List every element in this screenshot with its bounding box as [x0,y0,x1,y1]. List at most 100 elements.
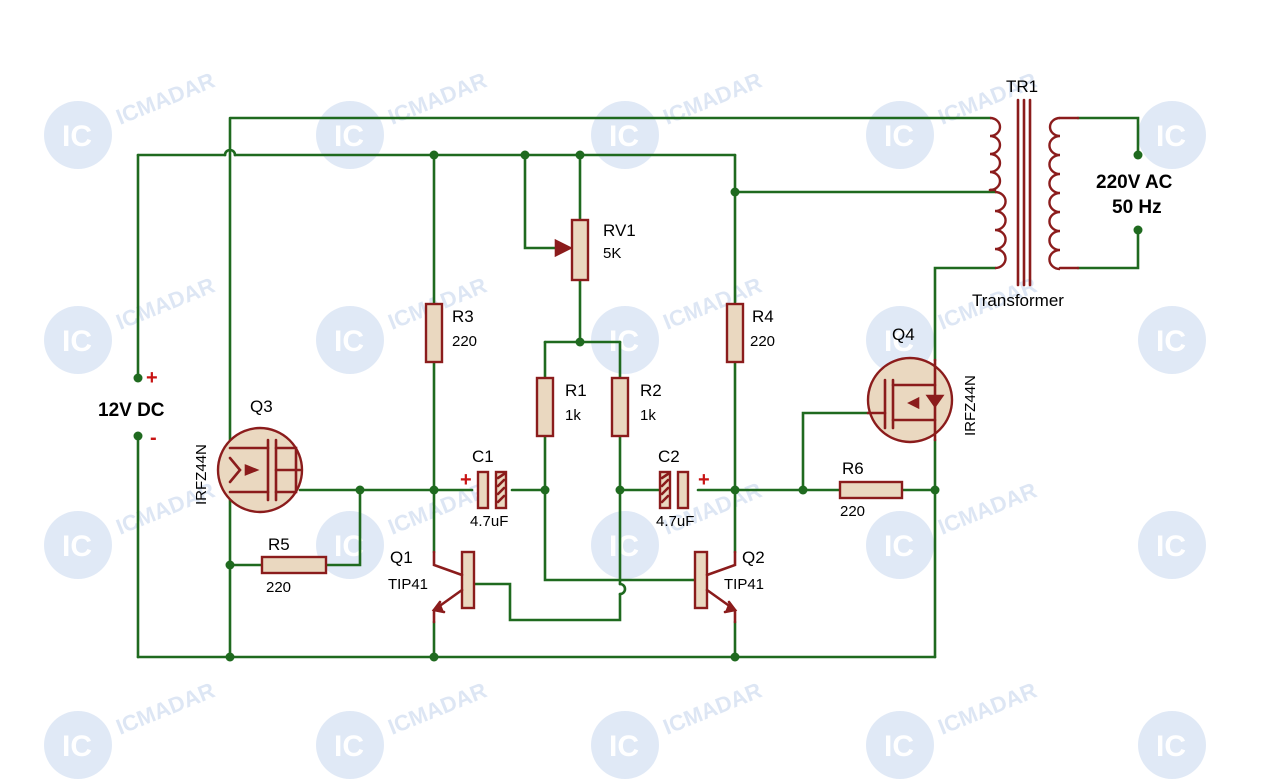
junction-dot [615,485,625,495]
q2-ref: Q2 [742,548,765,567]
junction-dot [730,652,740,662]
svg-text:IC: IC [1156,120,1186,153]
svg-text:IC: IC [1156,730,1186,763]
watermark-logo: IC [1138,101,1206,169]
r2-value: 1k [640,407,656,424]
resistor-r4: R4 220 [725,302,775,364]
junction-dot [225,652,235,662]
junction-dot [798,485,808,495]
c2-ref: C2 [658,447,680,466]
mosfet-q3: Q3 IRFZ44N [193,397,304,514]
watermark-logo: IC [1138,711,1206,779]
output-terminal: 220V AC 50 Hz [1096,172,1173,218]
supply-plus-sign: + [146,367,158,389]
junction-dot [1133,150,1143,160]
junctions [133,150,1143,662]
svg-text:IC: IC [884,120,914,153]
r4-ref: R4 [752,307,774,326]
r2-ref: R2 [640,381,662,400]
q3-ref: Q3 [250,397,273,416]
c1-ref: C1 [472,447,494,466]
junction-dot [575,337,585,347]
wire-r2-bump [618,582,627,596]
output-frequency: 50 Hz [1112,197,1162,218]
q4-part: IRFZ44N [962,375,979,436]
primary-winding-bottom [994,190,1007,270]
svg-text:IC: IC [334,325,364,358]
watermark-logo: IC ICMADAR [44,678,218,779]
wire-secondary-top [1076,116,1140,157]
watermark-logo: IC [1138,306,1206,374]
c1-polarity: + [460,469,472,491]
wire-q4-gate [801,411,870,492]
watermark-logo: IC ICMADAR [866,678,1040,779]
wire-secondary-bottom [1076,228,1140,270]
wires [136,116,1140,659]
mosfet-q4: Q4 IRFZ44N [866,325,979,444]
svg-text:ICMADAR: ICMADAR [113,68,219,130]
junction-dot [520,150,530,160]
r4-value: 220 [750,333,775,350]
watermark-logo: IC ICMADAR [591,678,765,779]
svg-text:IC: IC [62,530,92,563]
junction-dot [1133,225,1143,235]
secondary-winding [1048,116,1061,271]
supply-label: 12V DC [98,400,165,421]
svg-text:IC: IC [884,530,914,563]
r5-value: 220 [266,579,291,596]
svg-text:ICMADAR: ICMADAR [113,678,219,740]
transistor-q1: Q1 TIP41 [388,548,476,624]
q1-part: TIP41 [388,576,428,593]
svg-text:ICMADAR: ICMADAR [113,273,219,335]
resistor-r5: R5 220 [260,535,328,596]
svg-text:ICMADAR: ICMADAR [935,478,1041,540]
watermark-logo: IC [1138,511,1206,579]
potentiometer-rv1: RV1 5K [554,218,636,282]
svg-text:IC: IC [609,530,639,563]
junction-dot [730,485,740,495]
resistor-r2: R2 1k [610,376,662,438]
transformer-tr1: TR1 Transformer [972,77,1080,310]
r3-value: 220 [452,333,477,350]
transformer-core [1016,98,1032,287]
svg-text:IC: IC [1156,530,1186,563]
watermark-logo: IC ICMADAR [866,273,1040,374]
svg-text:ICMADAR: ICMADAR [660,478,766,540]
rv1-value: 5K [603,245,621,262]
junction-dot [225,560,235,570]
output-voltage: 220V AC [1096,172,1173,193]
watermark-logo: IC ICMADAR [44,273,218,374]
svg-text:IC: IC [884,730,914,763]
svg-text:IC: IC [334,120,364,153]
junction-dot [930,485,940,495]
svg-text:IC: IC [609,120,639,153]
r5-ref: R5 [268,535,290,554]
primary-winding-top [989,116,1002,192]
svg-text:IC: IC [1156,325,1186,358]
q2-part: TIP41 [724,576,764,593]
junction-dot [540,485,550,495]
supply-minus-sign: - [150,427,157,449]
rv1-ref: RV1 [603,221,636,240]
svg-text:ICMADAR: ICMADAR [660,273,766,335]
resistor-r1: R1 1k [535,376,587,438]
svg-text:IC: IC [62,325,92,358]
r3-ref: R3 [452,307,474,326]
junction-dot [575,150,585,160]
junction-dot [133,431,143,441]
junction-dot [429,652,439,662]
transistor-q2: Q2 TIP41 [693,548,765,624]
r6-value: 220 [840,503,865,520]
resistor-r6: R6 220 [838,459,904,520]
q1-ref: Q1 [390,548,413,567]
watermark-logo: IC ICMADAR [316,678,490,779]
c1-value: 4.7uF [470,513,508,530]
wire-r5-right [324,488,362,567]
junction-dot [355,485,365,495]
svg-text:ICMADAR: ICMADAR [935,678,1041,740]
wire-q4-drain [933,266,997,362]
svg-text:ICMADAR: ICMADAR [660,68,766,130]
junction-dot [133,373,143,383]
junction-dot [429,485,439,495]
